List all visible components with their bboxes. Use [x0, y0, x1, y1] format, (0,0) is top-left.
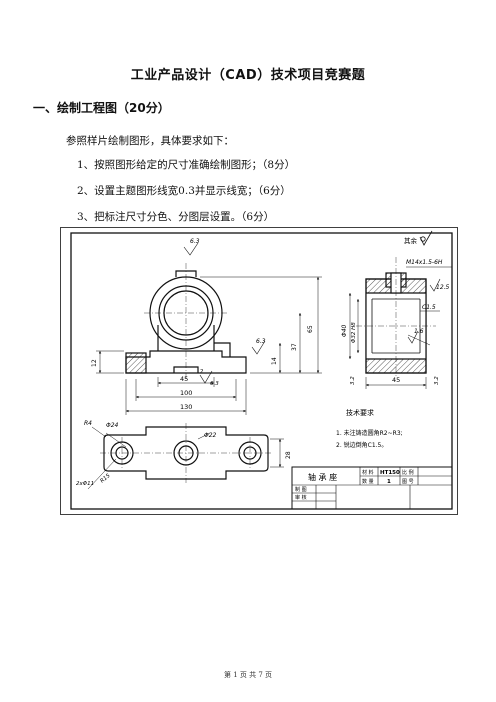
dim-h28: 28: [285, 451, 292, 459]
front-dimensions: [96, 276, 322, 415]
dim-d40: Φ40: [341, 324, 348, 337]
roughness-symbol-icon: [419, 230, 433, 246]
engineering-drawing: 其余: [60, 227, 458, 515]
dim-w45-front: 45: [180, 375, 188, 383]
title-block-drawn-label: 制 图: [295, 486, 307, 493]
title-block-part-name: 轴 承 座: [308, 472, 337, 482]
dim-ra32-right: 3.2: [434, 376, 440, 385]
dim-d32: Φ32 H8: [351, 322, 357, 343]
dim-ra125: 12.5: [436, 284, 450, 291]
title-block-drawing-no-label: 图 号: [402, 479, 414, 485]
title-block-qty-value: 1: [387, 479, 391, 485]
roughness-symbol-icon: [183, 242, 199, 256]
dim-d22: Φ22: [204, 432, 217, 439]
dim-h14: 14: [271, 357, 278, 365]
intro-text: 参照样片绘制图形，具体要求如下：: [66, 135, 234, 147]
front-centerlines: [144, 263, 228, 379]
inner-border: [70, 232, 453, 510]
dim-c15: C1.5: [422, 304, 436, 311]
title-block-qty-label: 数 量: [362, 478, 374, 485]
dim-r15: R15: [99, 473, 112, 485]
title-block-checked-label: 审 核: [295, 494, 307, 501]
dim-ra63-base: 6.3: [210, 381, 219, 387]
requirement-3: 3、把标注尺寸分色、分图层设置。（6分）: [77, 211, 275, 223]
dim-r4: R4: [84, 420, 92, 427]
dim-w45-side: 45: [392, 376, 400, 384]
side-centerlines: [356, 257, 436, 377]
outer-frame: [60, 227, 458, 515]
title-block: [291, 466, 453, 510]
dim-w130: 130: [180, 403, 192, 411]
dim-w100: 100: [180, 389, 192, 397]
dim-d2: 2: [200, 369, 204, 375]
roughness-symbol-icon: [251, 340, 266, 355]
tech-requirements-title: 技术要求: [346, 408, 374, 417]
tech-note-1: 1. 未注铸造圆角R2~R3;: [336, 429, 403, 437]
dim-h37: 37: [291, 343, 298, 351]
dim-h12: 12: [91, 359, 98, 367]
dim-thread: M14x1.5-6H: [406, 259, 443, 266]
top-centerlines: [100, 423, 272, 483]
page-title: 工业产品设计（CAD）技术项目竞赛题: [130, 68, 366, 83]
roughness-symbol-icon: [429, 278, 441, 292]
title-block-material-value: HT150: [380, 470, 400, 476]
dim-ra32-left: 3.2: [350, 376, 356, 385]
side-dimensions: [348, 266, 452, 389]
dim-ra16: 1.6: [414, 328, 424, 335]
requirement-2: 2、设置主题图形线宽0.3并显示线宽；（6分）: [77, 185, 291, 197]
roughness-other-label: 其余: [404, 236, 418, 245]
dim-d24: Φ24: [106, 422, 119, 429]
roughness-symbol-icon: [407, 330, 419, 344]
requirement-1: 1、按照图形给定的尺寸准确绘制图形；（8分）: [77, 159, 296, 171]
dim-holes: 2xΦ11: [76, 481, 94, 487]
dim-ra63-top: 6.3: [190, 238, 200, 245]
section-heading: 一、绘制工程图（20分）: [33, 101, 170, 115]
tech-note-2: 2. 锐边倒角C1.5。: [336, 441, 387, 449]
dim-h65: 65: [307, 325, 314, 333]
top-dimensions: [87, 426, 284, 490]
dim-ra63-mid: 6.3: [256, 338, 266, 345]
page-footer: 第 1 页 共 7 页: [223, 671, 273, 679]
title-block-material-label: 材 料: [362, 469, 374, 476]
title-block-scale-label: 比 例: [402, 469, 414, 476]
roughness-symbol-icon: [199, 370, 213, 384]
